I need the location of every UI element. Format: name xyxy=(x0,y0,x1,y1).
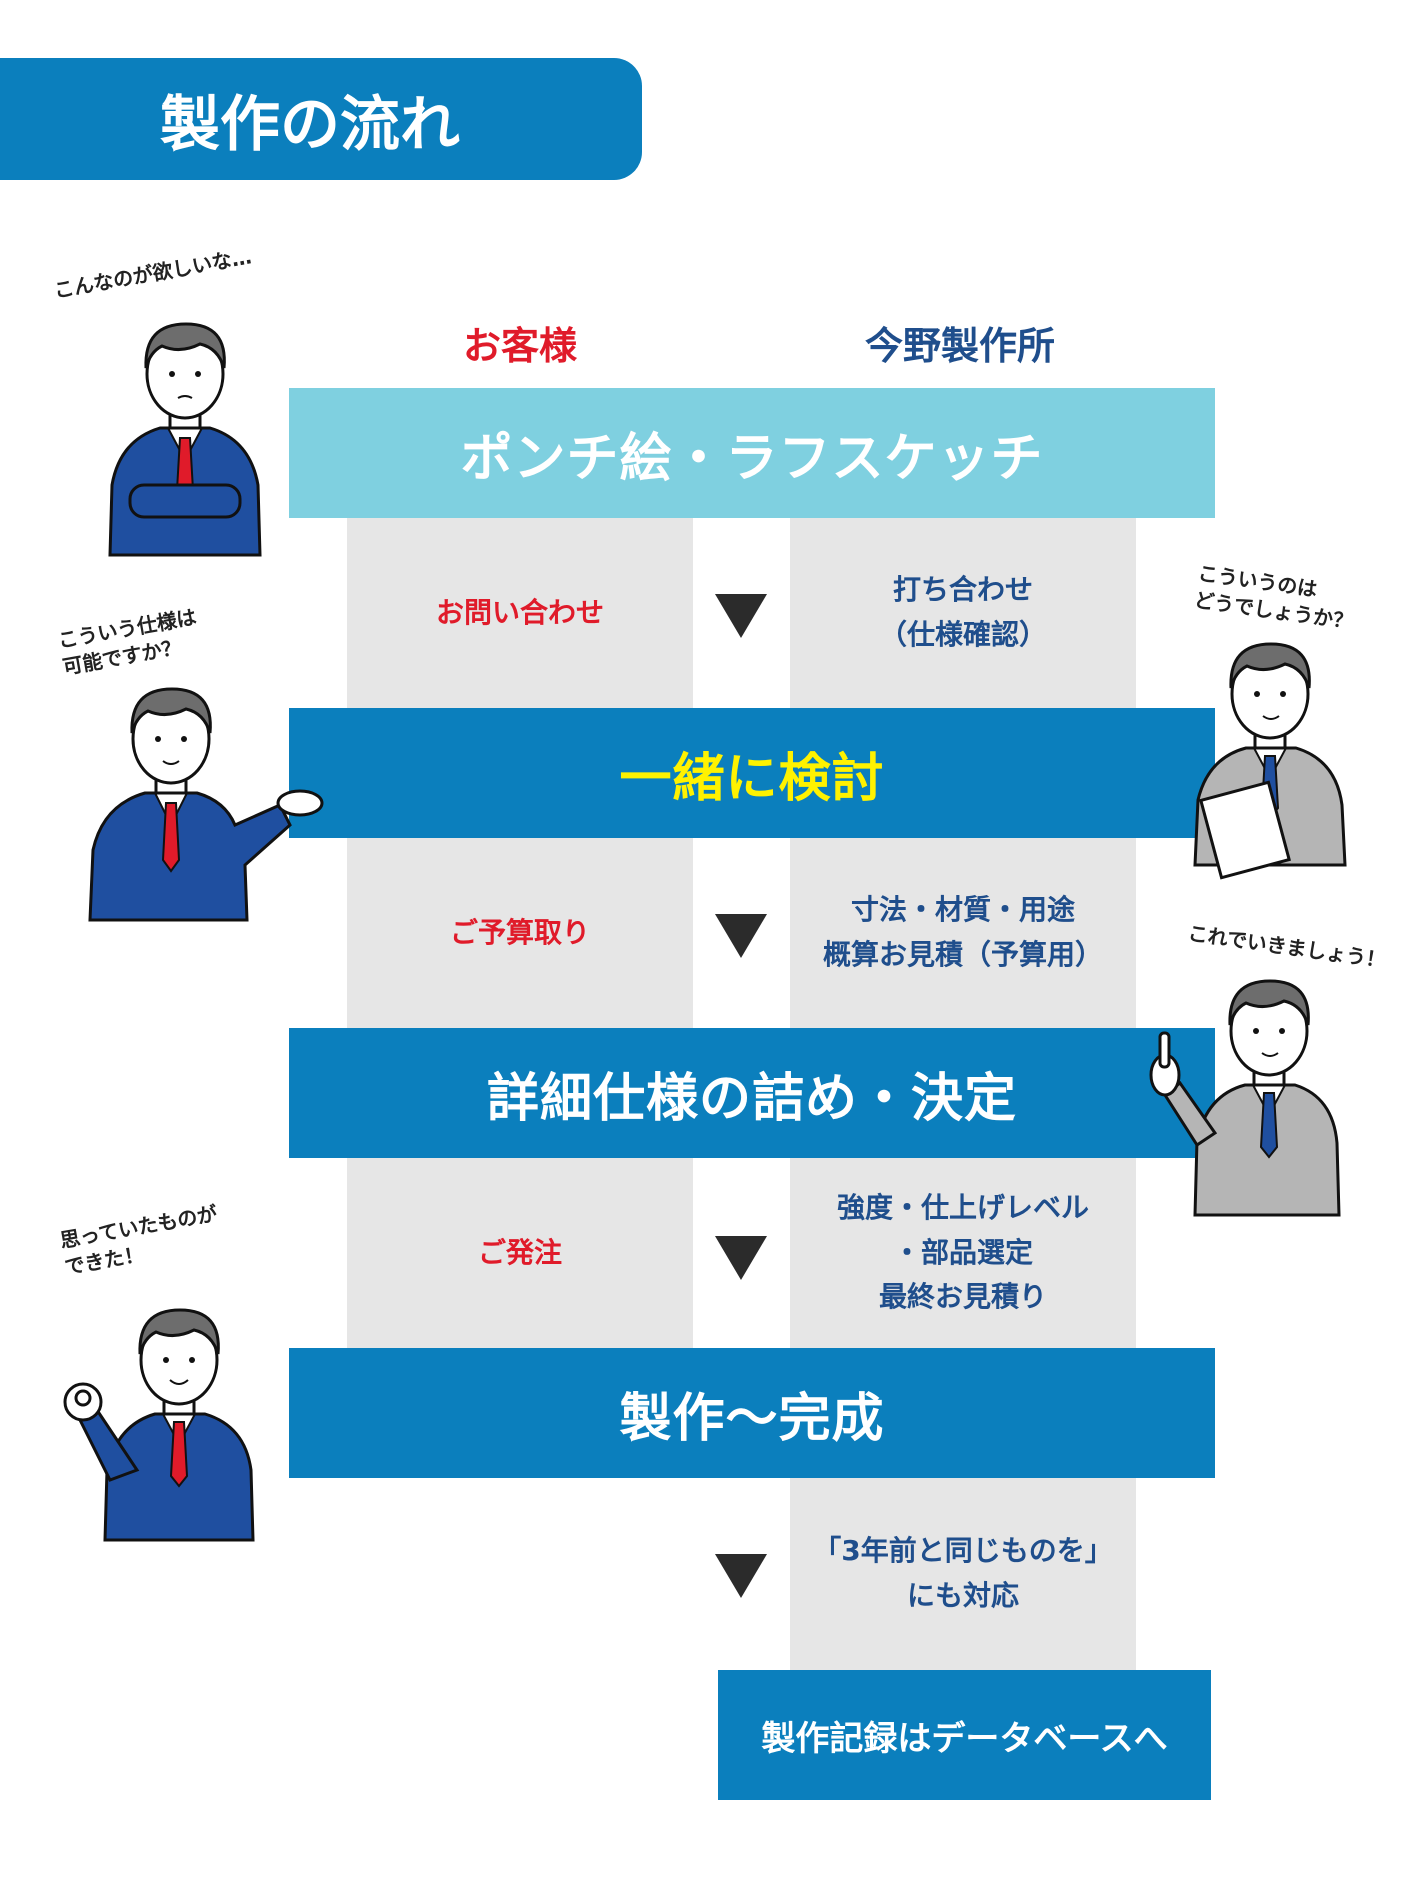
company-panel-2 xyxy=(790,838,1136,1028)
customer-step-inquiry: お問い合わせ xyxy=(435,595,604,629)
speech-company-1: こういうのは どうでしょうか？ xyxy=(1192,560,1355,634)
speech-customer-2: こういう仕様は 可能ですか？ xyxy=(56,604,199,680)
customer-satisfied-illustration xyxy=(63,1308,255,1542)
customer-step-order: ご発注 xyxy=(477,1235,562,1269)
company-step-meeting: 打ち合わせ （仕様確認） xyxy=(878,573,1047,651)
down-arrow-icon xyxy=(715,1554,767,1598)
page-title: 製作の流れ xyxy=(0,58,642,180)
stage-production: 製作～完成 xyxy=(289,1348,1215,1478)
company-proposing-illustration xyxy=(1193,642,1347,880)
stage-spec: 詳細仕様の詰め・決定 xyxy=(289,1028,1215,1158)
company-panel-4 xyxy=(790,1478,1136,1670)
stage-review: 一緒に検討 xyxy=(289,708,1215,838)
customer-panel-2 xyxy=(347,838,693,1028)
down-arrow-icon xyxy=(715,1236,767,1280)
speech-customer-3: 思っていたものが できた！ xyxy=(58,1201,219,1280)
customer-step-budget: ご予算取り xyxy=(449,915,590,949)
customer-panel-3 xyxy=(347,1158,693,1348)
customer-asking-illustration xyxy=(88,687,324,922)
customer-thinking-illustration xyxy=(108,322,262,557)
company-deciding-illustration xyxy=(1149,979,1341,1217)
company-panel-3 xyxy=(790,1158,1136,1348)
company-panel-1 xyxy=(790,518,1136,708)
company-step-repeat-order: 「3年前と同じものを」 にも対応 xyxy=(813,1534,1113,1612)
down-arrow-icon xyxy=(715,594,767,638)
speech-customer-1: こんなのが欲しいな… xyxy=(52,244,254,303)
stage-sketch: ポンチ絵・ラフスケッチ xyxy=(289,388,1215,518)
company-step-final-quote: 強度・仕上げレベル ・部品選定 最終お見積り xyxy=(836,1190,1089,1314)
down-arrow-icon xyxy=(715,914,767,958)
customer-panel-1 xyxy=(347,518,693,708)
database-record-box: 製作記録はデータベースへ xyxy=(718,1670,1211,1800)
customer-column-header: お客様 xyxy=(462,324,577,368)
company-step-estimate: 寸法・材質・用途 概算お見積（予算用） xyxy=(822,893,1103,971)
company-column-header: 今野製作所 xyxy=(864,324,1055,368)
